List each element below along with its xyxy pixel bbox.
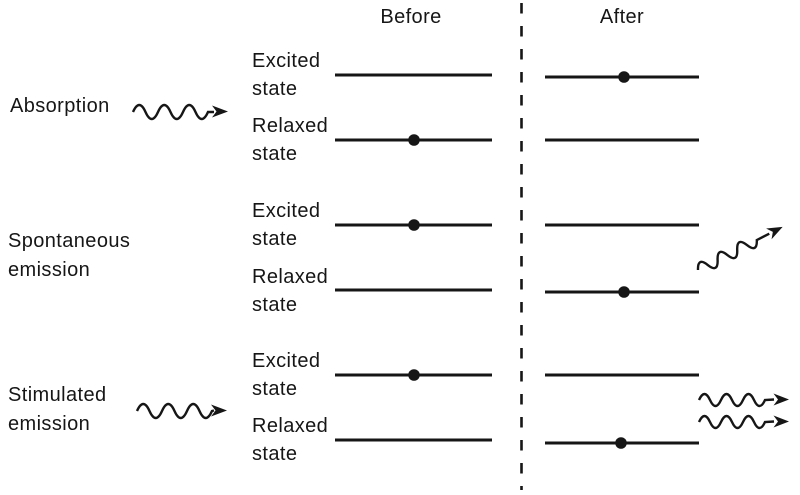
- process-label-line: Absorption: [10, 95, 110, 117]
- state-label-line: Excited: [252, 50, 321, 72]
- absorption-relaxed-state-label: Relaxed state: [252, 112, 328, 168]
- arrowhead-icon: [773, 393, 789, 406]
- absorption-after-excited-electron-dot: [618, 71, 630, 83]
- absorption-excited-state-label: Excited state: [252, 47, 320, 103]
- absorption-incoming-photon-arrow: [131, 103, 228, 121]
- absorption-before-relaxed-electron-dot: [408, 134, 420, 146]
- state-label-line: state: [252, 443, 298, 465]
- state-label-line: Relaxed: [252, 266, 329, 288]
- process-label-line: Spontaneous: [8, 230, 131, 252]
- stimulated-excited-state-label: Excited state: [252, 347, 320, 403]
- spontaneous-after-relaxed-electron-dot: [618, 286, 630, 298]
- arrowhead-icon: [212, 105, 228, 118]
- spontaneous-emission-level-lines: [335, 223, 699, 294]
- arrowhead-icon: [766, 226, 783, 240]
- stimulated-before-excited-electron-dot: [408, 369, 420, 381]
- process-label-stimulated-emission: Stimulated emission: [8, 381, 107, 439]
- spontaneous-emitted-photon-arrow: [696, 226, 783, 271]
- stimulated-incoming-photon-arrow: [135, 402, 227, 420]
- absorption-level-lines: [335, 73, 699, 142]
- state-label-line: state: [252, 294, 298, 316]
- stimulated-outgoing-photon-arrow-2: [697, 414, 789, 430]
- spontaneous-before-excited-electron-dot: [408, 219, 420, 231]
- state-label-line: Relaxed: [252, 415, 329, 437]
- state-label-line: Excited: [252, 200, 321, 222]
- stimulated-relaxed-state-label: Relaxed state: [252, 412, 328, 468]
- state-label-line: state: [252, 143, 298, 165]
- column-header-before: Before: [380, 6, 442, 28]
- state-label-line: Relaxed: [252, 115, 329, 137]
- state-label-line: state: [252, 228, 298, 250]
- process-label-line: emission: [8, 413, 91, 435]
- process-label-spontaneous-emission: Spontaneous emission: [8, 227, 130, 285]
- stimulated-emission-level-lines: [335, 373, 699, 445]
- process-label-absorption: Absorption: [10, 92, 110, 121]
- state-label-line: state: [252, 378, 298, 400]
- state-label-line: state: [252, 78, 298, 100]
- arrowhead-icon: [773, 415, 789, 428]
- stimulated-outgoing-photon-arrow-1: [697, 392, 789, 408]
- process-label-line: emission: [8, 259, 91, 281]
- spontaneous-relaxed-state-label: Relaxed state: [252, 263, 328, 319]
- stimulated-after-relaxed-electron-dot: [615, 437, 627, 449]
- spontaneous-excited-state-label: Excited state: [252, 197, 320, 253]
- process-label-line: Stimulated: [8, 384, 107, 406]
- arrowhead-icon: [211, 404, 227, 417]
- state-label-line: Excited: [252, 350, 321, 372]
- column-header-after: After: [599, 6, 645, 28]
